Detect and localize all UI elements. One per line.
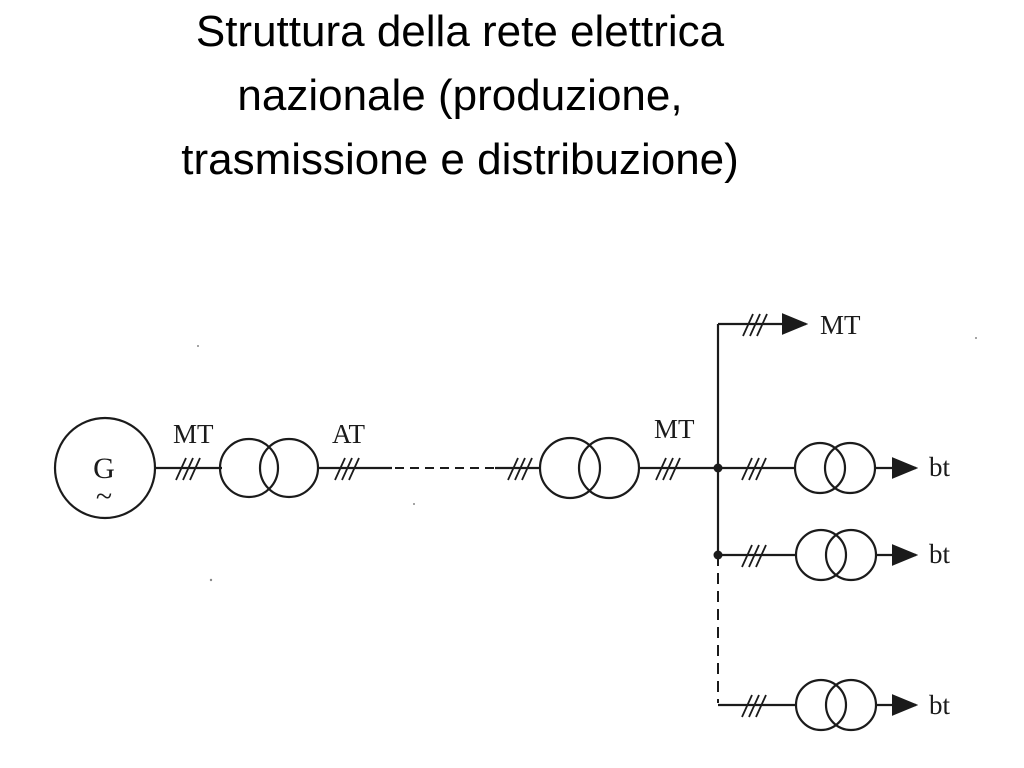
generator-icon: G ~ bbox=[53, 416, 157, 520]
generator-label: G bbox=[93, 452, 115, 485]
three-phase-tick-icon bbox=[175, 457, 201, 481]
transformer-icon bbox=[538, 436, 641, 500]
transformer-icon bbox=[794, 528, 878, 582]
speck bbox=[197, 345, 199, 347]
page-title: Struttura della rete elettrica nazionale… bbox=[0, 0, 920, 192]
three-phase-tick-icon bbox=[741, 544, 767, 568]
label-mt-generator: MT bbox=[173, 419, 214, 449]
label-bt-1: bt bbox=[929, 452, 951, 482]
label-bt-2: bt bbox=[929, 539, 951, 569]
transformer-icon bbox=[794, 678, 878, 732]
label-mt-station: MT bbox=[654, 414, 695, 444]
label-at: AT bbox=[332, 419, 366, 449]
three-phase-tick-icon bbox=[741, 457, 767, 481]
generator-symbol: ~ bbox=[96, 480, 112, 513]
three-phase-tick-icon bbox=[334, 457, 360, 481]
title-line-2: nazionale (produzione, bbox=[237, 71, 683, 120]
three-phase-tick-icon bbox=[742, 313, 768, 337]
speck bbox=[209, 578, 213, 582]
speck bbox=[413, 503, 415, 505]
speck bbox=[975, 337, 977, 339]
three-phase-tick-icon bbox=[741, 694, 767, 718]
title-line-1: Struttura della rete elettrica bbox=[195, 7, 725, 56]
three-phase-tick-icon bbox=[655, 457, 681, 481]
three-phase-tick-icon bbox=[507, 457, 533, 481]
transformer-icon bbox=[793, 441, 877, 495]
label-mt-out: MT bbox=[820, 310, 861, 340]
title-line-3: trasmissione e distribuzione) bbox=[181, 135, 739, 184]
transformer-icon bbox=[218, 437, 320, 499]
label-bt-3: bt bbox=[929, 690, 951, 720]
